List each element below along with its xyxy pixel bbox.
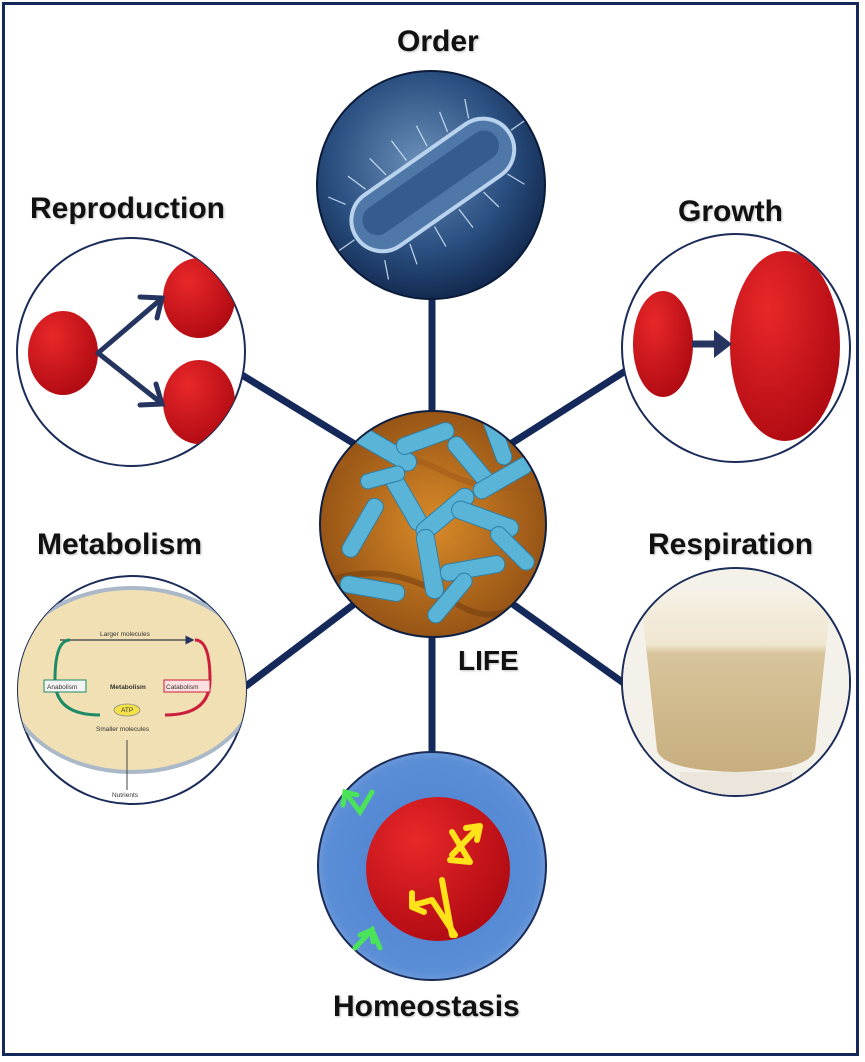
homeostasis-cell bbox=[366, 797, 510, 941]
homeostasis-image bbox=[317, 751, 547, 981]
parent-cell bbox=[28, 311, 98, 395]
order-label: Order bbox=[397, 25, 479, 58]
life-center-image bbox=[319, 410, 547, 638]
connector-growth bbox=[508, 366, 631, 447]
connectors bbox=[238, 294, 631, 754]
homeostasis-label: Homeostasis bbox=[333, 990, 520, 1023]
daughter-cell-bottom bbox=[163, 360, 235, 444]
order-image bbox=[316, 70, 546, 300]
anabolism-text: Anabolism bbox=[47, 684, 77, 691]
respiration-image bbox=[621, 567, 851, 797]
reproduction-label: Reproduction bbox=[30, 192, 225, 225]
metabolism-center-text: Metabolism bbox=[110, 684, 146, 691]
catabolism-text: Catabolism bbox=[166, 684, 199, 691]
respiration-label: Respiration bbox=[648, 528, 814, 561]
small-cell bbox=[633, 291, 693, 397]
growth-label: Growth bbox=[678, 195, 783, 228]
larger-molecules-text: Larger molecules bbox=[100, 631, 151, 638]
atp-text: ATP bbox=[121, 707, 133, 714]
metabolism-label: Metabolism bbox=[37, 528, 203, 561]
growth-image bbox=[621, 233, 851, 463]
smaller-molecules-text: Smaller molecules bbox=[96, 726, 150, 733]
metabolism-image: Larger molecules Anabolism Metabolism Ca… bbox=[17, 575, 247, 805]
connector-metabolism bbox=[242, 601, 357, 690]
connector-respiration bbox=[510, 601, 629, 688]
life-label: LIFE bbox=[458, 645, 519, 676]
nutrients-text: Nutrients bbox=[112, 792, 139, 799]
reproduction-image bbox=[16, 237, 246, 467]
connector-reproduction bbox=[238, 371, 357, 447]
daughter-cell-top bbox=[163, 258, 235, 338]
large-cell bbox=[730, 251, 840, 441]
